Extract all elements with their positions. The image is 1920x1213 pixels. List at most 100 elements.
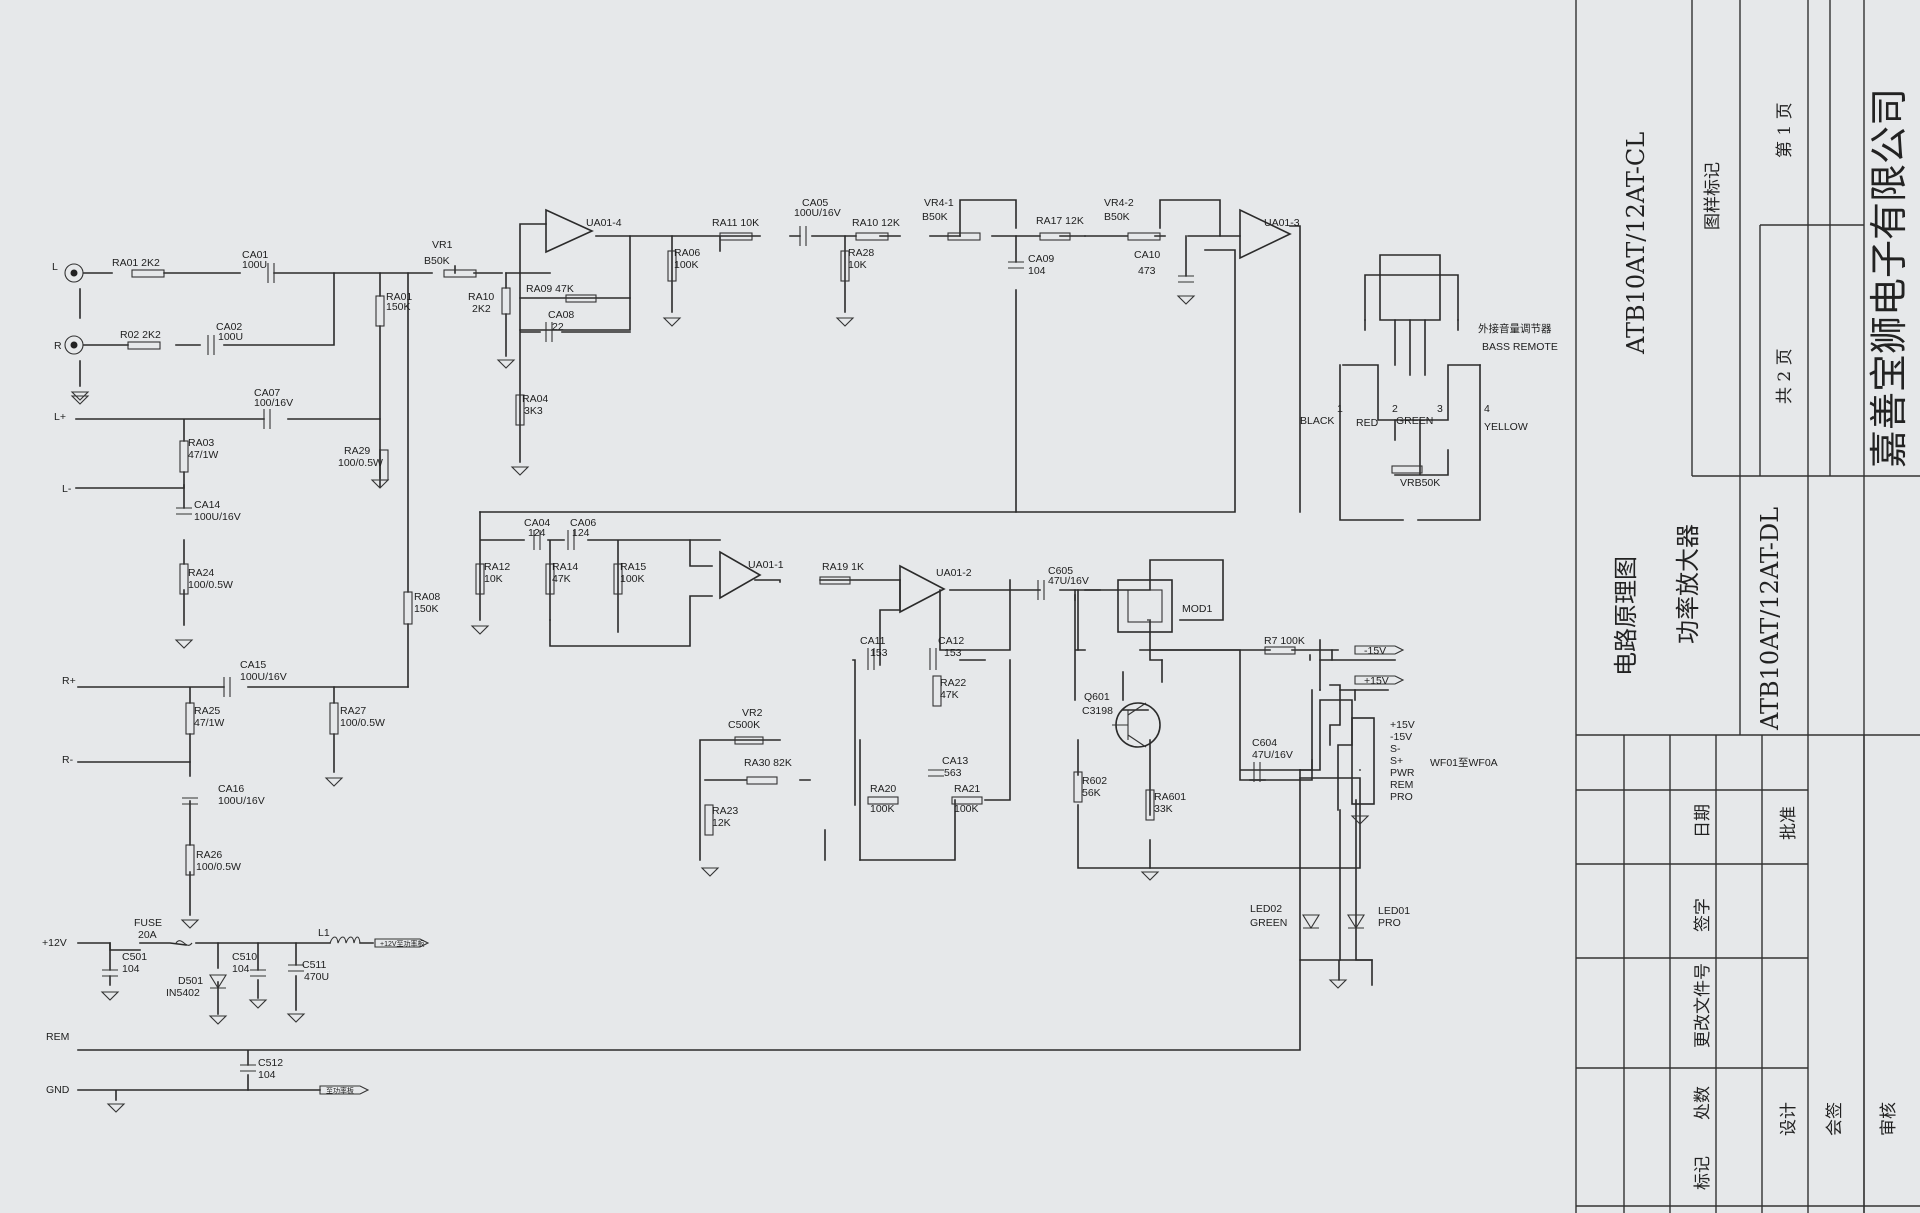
resistor-ra04 <box>515 394 525 426</box>
label-ua01-2: UA01-2 <box>936 567 972 579</box>
cap-c604 <box>1253 762 1261 782</box>
label-ra20-value: 100K <box>870 803 895 815</box>
connector-wf01[interactable] <box>1351 717 1375 805</box>
resistor-ra15 <box>613 563 623 595</box>
label-ca01-value: 100U <box>242 259 267 271</box>
label-vr1-value: B50K <box>424 255 450 267</box>
model-number-cl: ATB10AT/12AT-CL <box>1622 132 1650 355</box>
label-red: RED <box>1356 417 1379 429</box>
label-ra17: RA17 12K <box>1036 215 1084 227</box>
tag-minus15v <box>1354 645 1405 655</box>
company-name: 嘉善宝狮电子有限公司 <box>1867 88 1911 468</box>
label-wf-pin-4: PWR <box>1390 767 1415 779</box>
ground-symbol-icon <box>1140 871 1160 881</box>
total-pages: 共 2 页 <box>1775 348 1795 404</box>
label-ra26-value: 100/0.5W <box>196 861 241 873</box>
resistor-ra06 <box>667 250 677 282</box>
ground-symbols <box>70 295 1370 1113</box>
cap-ca14 <box>176 507 192 515</box>
rev-header-sign: 签字 <box>1693 898 1713 932</box>
resistor-ra14 <box>545 563 555 595</box>
cap-c510 <box>250 969 266 977</box>
label-r602-value: 56K <box>1082 787 1101 799</box>
rev-header-file: 更改文件号 <box>1693 963 1713 1048</box>
label-ra01: RA01 2K2 <box>112 257 160 269</box>
label-ra601: RA601 <box>1154 791 1186 803</box>
ground-symbol-icon <box>100 991 120 1001</box>
label-ra06: RA06 <box>674 247 700 259</box>
label-ra10: RA10 <box>468 291 494 303</box>
label-ra20: RA20 <box>870 783 896 795</box>
resistor-ra26 <box>185 844 195 876</box>
pot-vr4-1 <box>947 232 981 241</box>
label-vr4-1: VR4-1 <box>924 197 954 209</box>
label-ua01-4: UA01-4 <box>586 217 622 229</box>
label-plus15v: +15V <box>1364 675 1389 687</box>
cap-ca11 <box>867 648 875 670</box>
label-black: BLACK <box>1300 415 1334 427</box>
label-wf-connector: WF01至WF0A <box>1430 757 1498 769</box>
label-green: GREEN <box>1396 415 1433 427</box>
label-ra29-value: 100/0.5W <box>338 457 383 469</box>
resistor-ra01-150k <box>375 295 385 327</box>
label-c501: C501 <box>122 951 147 963</box>
cap-ca10 <box>1178 275 1194 283</box>
resistor-ra12 <box>475 563 485 595</box>
label-ca05-value: 100U/16V <box>794 207 841 219</box>
resistor-ra03 <box>179 440 189 473</box>
jack-r-icon[interactable] <box>64 335 84 355</box>
label-gnd: GND <box>46 1084 70 1096</box>
label-pin2: 2 <box>1392 403 1398 415</box>
led01-icon <box>1347 914 1365 930</box>
module-mod1 <box>1117 579 1173 633</box>
opamp-ua01-1 <box>719 550 762 600</box>
cap-ca06 <box>567 530 575 550</box>
resistor-ra11 <box>719 232 753 241</box>
label-ra29: RA29 <box>344 445 370 457</box>
label-c605-value: 47U/16V <box>1048 575 1089 587</box>
label-ca15: CA15 <box>240 659 266 671</box>
label-pin1: 1 <box>1337 403 1343 415</box>
label-led02: LED02 <box>1250 903 1282 915</box>
label-ca12: CA12 <box>938 635 964 647</box>
resistor-ra19 <box>819 576 851 585</box>
resistor-ra25 <box>185 702 195 735</box>
label-r02: R02 2K2 <box>120 329 161 341</box>
label-ra28: RA28 <box>848 247 874 259</box>
label-wf-pin-3: S+ <box>1390 755 1403 767</box>
label-c604: C604 <box>1252 737 1277 749</box>
cap-c501 <box>102 969 118 977</box>
label-ra27-value: 100/0.5W <box>340 717 385 729</box>
label-d501: D501 <box>178 975 203 987</box>
title-block: ATB10AT/12AT-CL 图样标记 共 2 页 第 1 页 嘉善宝狮电子有… <box>1575 0 1920 1213</box>
label-ua01-1: UA01-1 <box>748 559 784 571</box>
label-ra12: RA12 <box>484 561 510 573</box>
jack-l-icon[interactable] <box>64 263 84 283</box>
label-ca04-value: 124 <box>528 527 546 539</box>
rev-header-mark: 标记 <box>1693 1156 1713 1190</box>
resistor-ra20 <box>867 796 899 805</box>
product-name: 功率放大器 <box>1674 524 1702 644</box>
label-ca07-value: 100/16V <box>254 397 293 409</box>
label-ca04: CA04 <box>524 517 550 529</box>
label-ra08-value: 150K <box>414 603 439 615</box>
label-ra01v: RA01 <box>386 291 412 303</box>
opamp-ua01-3 <box>1239 208 1292 260</box>
label-ra12-value: 10K <box>484 573 503 585</box>
label-ra10-value: 2K2 <box>472 303 491 315</box>
page-number: 第 1 页 <box>1775 102 1795 158</box>
label-ra23-value: 12K <box>712 817 731 829</box>
label-ca06-value: 124 <box>572 527 590 539</box>
label-rem: REM <box>46 1031 69 1043</box>
label-gnd-out: 至功率板 <box>326 1086 354 1095</box>
label-vr2: VR2 <box>742 707 763 719</box>
cap-ca15 <box>223 677 231 697</box>
label-ca10-value: 473 <box>1138 265 1156 277</box>
label-led02-value: GREEN <box>1250 917 1287 929</box>
label-vr4-2: VR4-2 <box>1104 197 1134 209</box>
ground-symbol-icon <box>248 999 268 1009</box>
resistor-ra27 <box>329 702 339 735</box>
label-ca02-value: 100U <box>218 331 243 343</box>
label-minus15v: -15V <box>1364 645 1386 657</box>
resistor-ra17 <box>1039 232 1071 241</box>
